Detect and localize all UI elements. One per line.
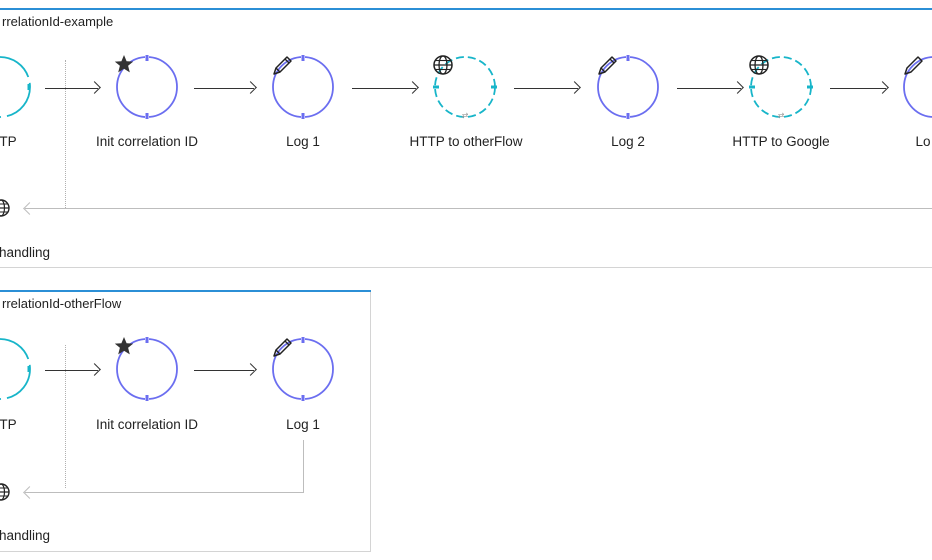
pencil-icon	[901, 54, 932, 120]
node-http-to-otherflow[interactable]: ⇄	[432, 54, 498, 120]
error-handler-globe-icon[interactable]	[0, 198, 11, 218]
return-line-vertical	[303, 440, 304, 492]
star-icon	[114, 336, 180, 402]
node-init-correlation-id[interactable]	[114, 54, 180, 120]
node-label: HTTP to Google	[732, 134, 830, 149]
node-label: TP	[0, 134, 17, 149]
node-log-1[interactable]	[270, 54, 336, 120]
flow-top-border	[0, 290, 371, 292]
node-label: Init correlation ID	[95, 417, 199, 432]
globe-icon	[0, 54, 33, 120]
svg-text:⇄: ⇄	[778, 111, 785, 120]
node-label: Log 2	[611, 134, 645, 149]
globe-icon	[0, 336, 33, 402]
flow-arrow	[352, 88, 416, 89]
node-label: Init correlation ID	[95, 134, 199, 149]
globe-icon	[432, 54, 498, 120]
error-handling-label: handling	[0, 528, 51, 543]
pencil-icon	[270, 336, 336, 402]
source-divider	[65, 60, 66, 208]
source-divider	[65, 345, 66, 488]
flow-arrow	[677, 88, 741, 89]
globe-icon	[748, 54, 814, 120]
flow-arrow	[45, 88, 98, 89]
star-icon	[114, 54, 180, 120]
flow-arrow	[45, 370, 98, 371]
flow-top-border	[0, 8, 932, 10]
error-return-line	[25, 208, 932, 209]
flow-title: rrelationId-example	[2, 14, 114, 29]
node-log-3[interactable]	[901, 54, 932, 120]
flow-arrow	[514, 88, 578, 89]
node-init-correlation-id[interactable]	[114, 336, 180, 402]
flow-arrow	[194, 370, 254, 371]
svg-text:⇄: ⇄	[462, 111, 469, 120]
pencil-icon	[270, 54, 336, 120]
pencil-icon	[595, 54, 661, 120]
flow-arrow	[194, 88, 254, 89]
flow-correlationid-example: rrelationId-example	[0, 8, 932, 270]
node-label: Log 1	[286, 417, 320, 432]
flow-correlationid-otherflow: rrelationId-otherFlow	[0, 290, 371, 552]
node-http-listener[interactable]	[0, 336, 33, 402]
node-label: HTTP to otherFlow	[409, 134, 523, 149]
node-label: Log 1	[286, 134, 320, 149]
flow-arrow	[830, 88, 886, 89]
error-handler-globe-icon[interactable]	[0, 482, 11, 502]
error-handling-label: handling	[0, 245, 51, 260]
node-log-1[interactable]	[270, 336, 336, 402]
node-label: Lo	[915, 134, 931, 149]
node-http-listener[interactable]	[0, 54, 33, 120]
error-return-line	[25, 492, 304, 493]
node-label: TP	[0, 417, 17, 432]
flow-title: rrelationId-otherFlow	[2, 296, 122, 311]
node-http-to-google[interactable]: ⇄	[748, 54, 814, 120]
flow-bottom-border	[0, 267, 932, 268]
node-log-2[interactable]	[595, 54, 661, 120]
